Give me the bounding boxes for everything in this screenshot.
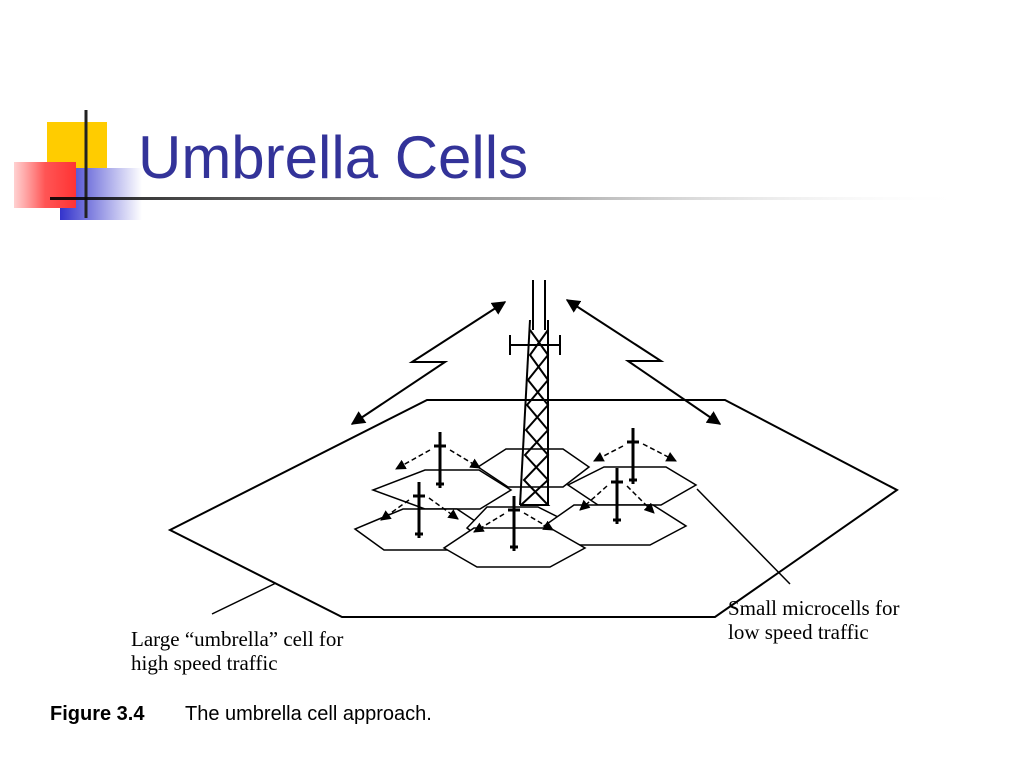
microcell-antenna <box>434 432 446 488</box>
title-underline <box>50 197 970 200</box>
leader-line-microcells <box>696 488 791 585</box>
microcell-antenna <box>413 482 425 538</box>
figure-number: Figure 3.4 <box>50 703 145 725</box>
slide-title: Umbrella Cells <box>138 124 529 191</box>
microcell-group <box>353 448 698 568</box>
coverage-arrow-left <box>350 301 507 425</box>
macrocell-tower <box>509 280 561 506</box>
microcell-label-line2: low speed traffic <box>728 620 869 644</box>
umbrella-label-line1: Large “umbrella” cell for <box>131 627 343 651</box>
leader-line-umbrella <box>211 582 277 615</box>
microcell-hexagon <box>566 466 698 506</box>
figure-caption: The umbrella cell approach. <box>185 703 432 725</box>
title-decoration <box>14 110 970 220</box>
microcell-coverage-arrows <box>380 443 677 533</box>
umbrella-coverage-arrows <box>350 299 722 425</box>
microcell-label-line1: Small microcells for <box>728 596 899 620</box>
umbrella-label-line2: high speed traffic <box>131 651 278 675</box>
red-square <box>14 162 76 208</box>
coverage-arrow-right <box>565 299 722 425</box>
microcell-hexagon <box>370 469 513 510</box>
microcell-antenna <box>611 468 623 524</box>
microcell-antennas <box>413 428 639 551</box>
umbrella-cell-hexagon <box>167 399 899 618</box>
microcell-antenna <box>627 428 639 484</box>
microcell-antenna <box>508 496 520 551</box>
